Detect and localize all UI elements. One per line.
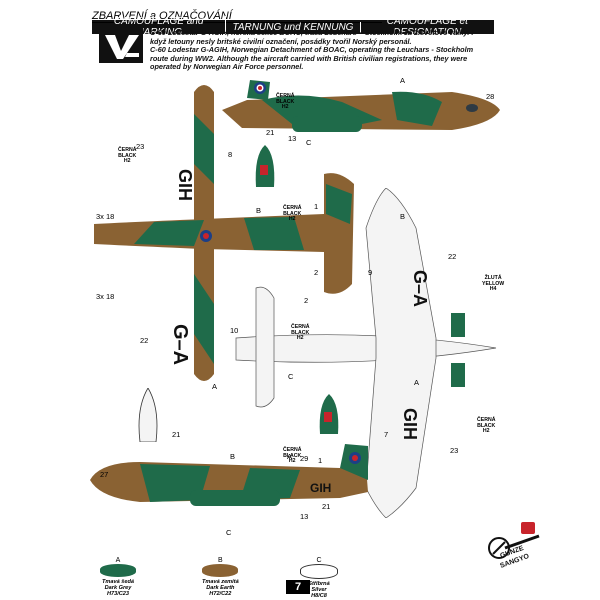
callout-num: B — [230, 452, 236, 461]
prop-count-1: 3x 18 — [96, 212, 115, 221]
callout-num: 27 — [100, 470, 109, 479]
spinner-detail — [138, 388, 158, 442]
callout-num: A — [400, 76, 406, 85]
caption-czech: C-60 Lodestar G-AGIH, norská sekce BOAC,… — [150, 28, 474, 46]
gunze-logo: GUNZE SANGYO — [485, 520, 541, 572]
callout-num: 2 — [314, 268, 319, 277]
callout-num: 29 — [300, 454, 309, 463]
tail-detail-2 — [319, 394, 339, 434]
legend-a: A Tmavá šedá Dark Grey H73/C23 — [100, 557, 136, 597]
tab-french: CAMOUFLAGE et DESIGNATION — [386, 16, 468, 38]
callout-num: C — [288, 372, 294, 381]
top-view-reg: GIH — [175, 169, 195, 201]
callout-num: 21 — [322, 502, 331, 511]
callout-num: 21 — [172, 430, 181, 439]
callout-num: 28 — [486, 92, 495, 101]
callout-num: C — [226, 528, 232, 537]
legend-c: C Stříbrná Silver H8/C8 — [300, 557, 338, 599]
callout-num: 13 — [300, 512, 309, 521]
tab-german: TARNUNG und KENNUNG — [226, 21, 361, 33]
callout-num: 9 — [368, 268, 373, 277]
callout-num: C — [306, 138, 312, 147]
callout-num: 23 — [136, 142, 145, 151]
callout-num: B — [400, 212, 406, 221]
top-view: GIH G–A — [94, 85, 354, 381]
callout-num: A — [212, 382, 218, 391]
logo-icon — [99, 27, 143, 63]
prop-count-2: 3x 18 — [96, 292, 115, 301]
callout-num: 10 — [230, 326, 239, 335]
side-view-left — [222, 80, 500, 132]
tail-detail-1 — [255, 145, 275, 187]
callout-num: A — [414, 378, 420, 387]
callout-num: 8 — [228, 150, 233, 159]
language-tabs: CAMOUFLAGE and MARKING TARNUNG und KENNU… — [92, 16, 494, 38]
callout-num: B — [256, 206, 262, 215]
bottom-reg-1: G–A — [410, 270, 430, 307]
brand-logo — [99, 27, 143, 63]
callout-num: 2 — [304, 296, 309, 305]
top-view-reg-2: G–A — [169, 324, 191, 365]
callout-num: 23 — [450, 446, 459, 455]
tab-english: CAMOUFLAGE and MARKING — [92, 16, 227, 38]
callout-num: 13 — [288, 134, 297, 143]
legend-b: B Tmavá zemitá Dark Earth H72/C22 — [202, 557, 239, 597]
czech-title: ZBARVENÍ a OZNAČOVÁNÍ — [92, 10, 382, 23]
side-reg: GIH — [310, 481, 331, 495]
caption-text: C-60 Lodestar G-AGIH, norská sekce BOAC,… — [150, 28, 480, 72]
side-view-right: GIH — [90, 444, 368, 506]
callout-num: 1 — [318, 456, 323, 465]
callout-num: 1 — [314, 202, 319, 211]
caption-english: C-60 Lodestar G-AGIH, Norwegian Detachme… — [150, 45, 474, 72]
callout-num: 22 — [448, 252, 457, 261]
bottom-view: G–A GIH — [235, 188, 497, 518]
czech-title-row: ZBARVENÍ a OZNAČOVÁNÍ — [92, 6, 494, 23]
header: ZBARVENÍ a OZNAČOVÁNÍ CAMOUFLAGE and MAR… — [92, 6, 494, 38]
page-number: 7 — [286, 580, 310, 594]
callout-num: 22 — [140, 336, 149, 345]
gunze-sangyo-icon: GUNZE SANGYO — [488, 522, 540, 570]
callout-num: 21 — [266, 128, 275, 137]
bottom-reg-2: GIH — [400, 408, 420, 440]
callout-num: 7 — [384, 430, 389, 439]
callout-num: A — [287, 452, 293, 461]
